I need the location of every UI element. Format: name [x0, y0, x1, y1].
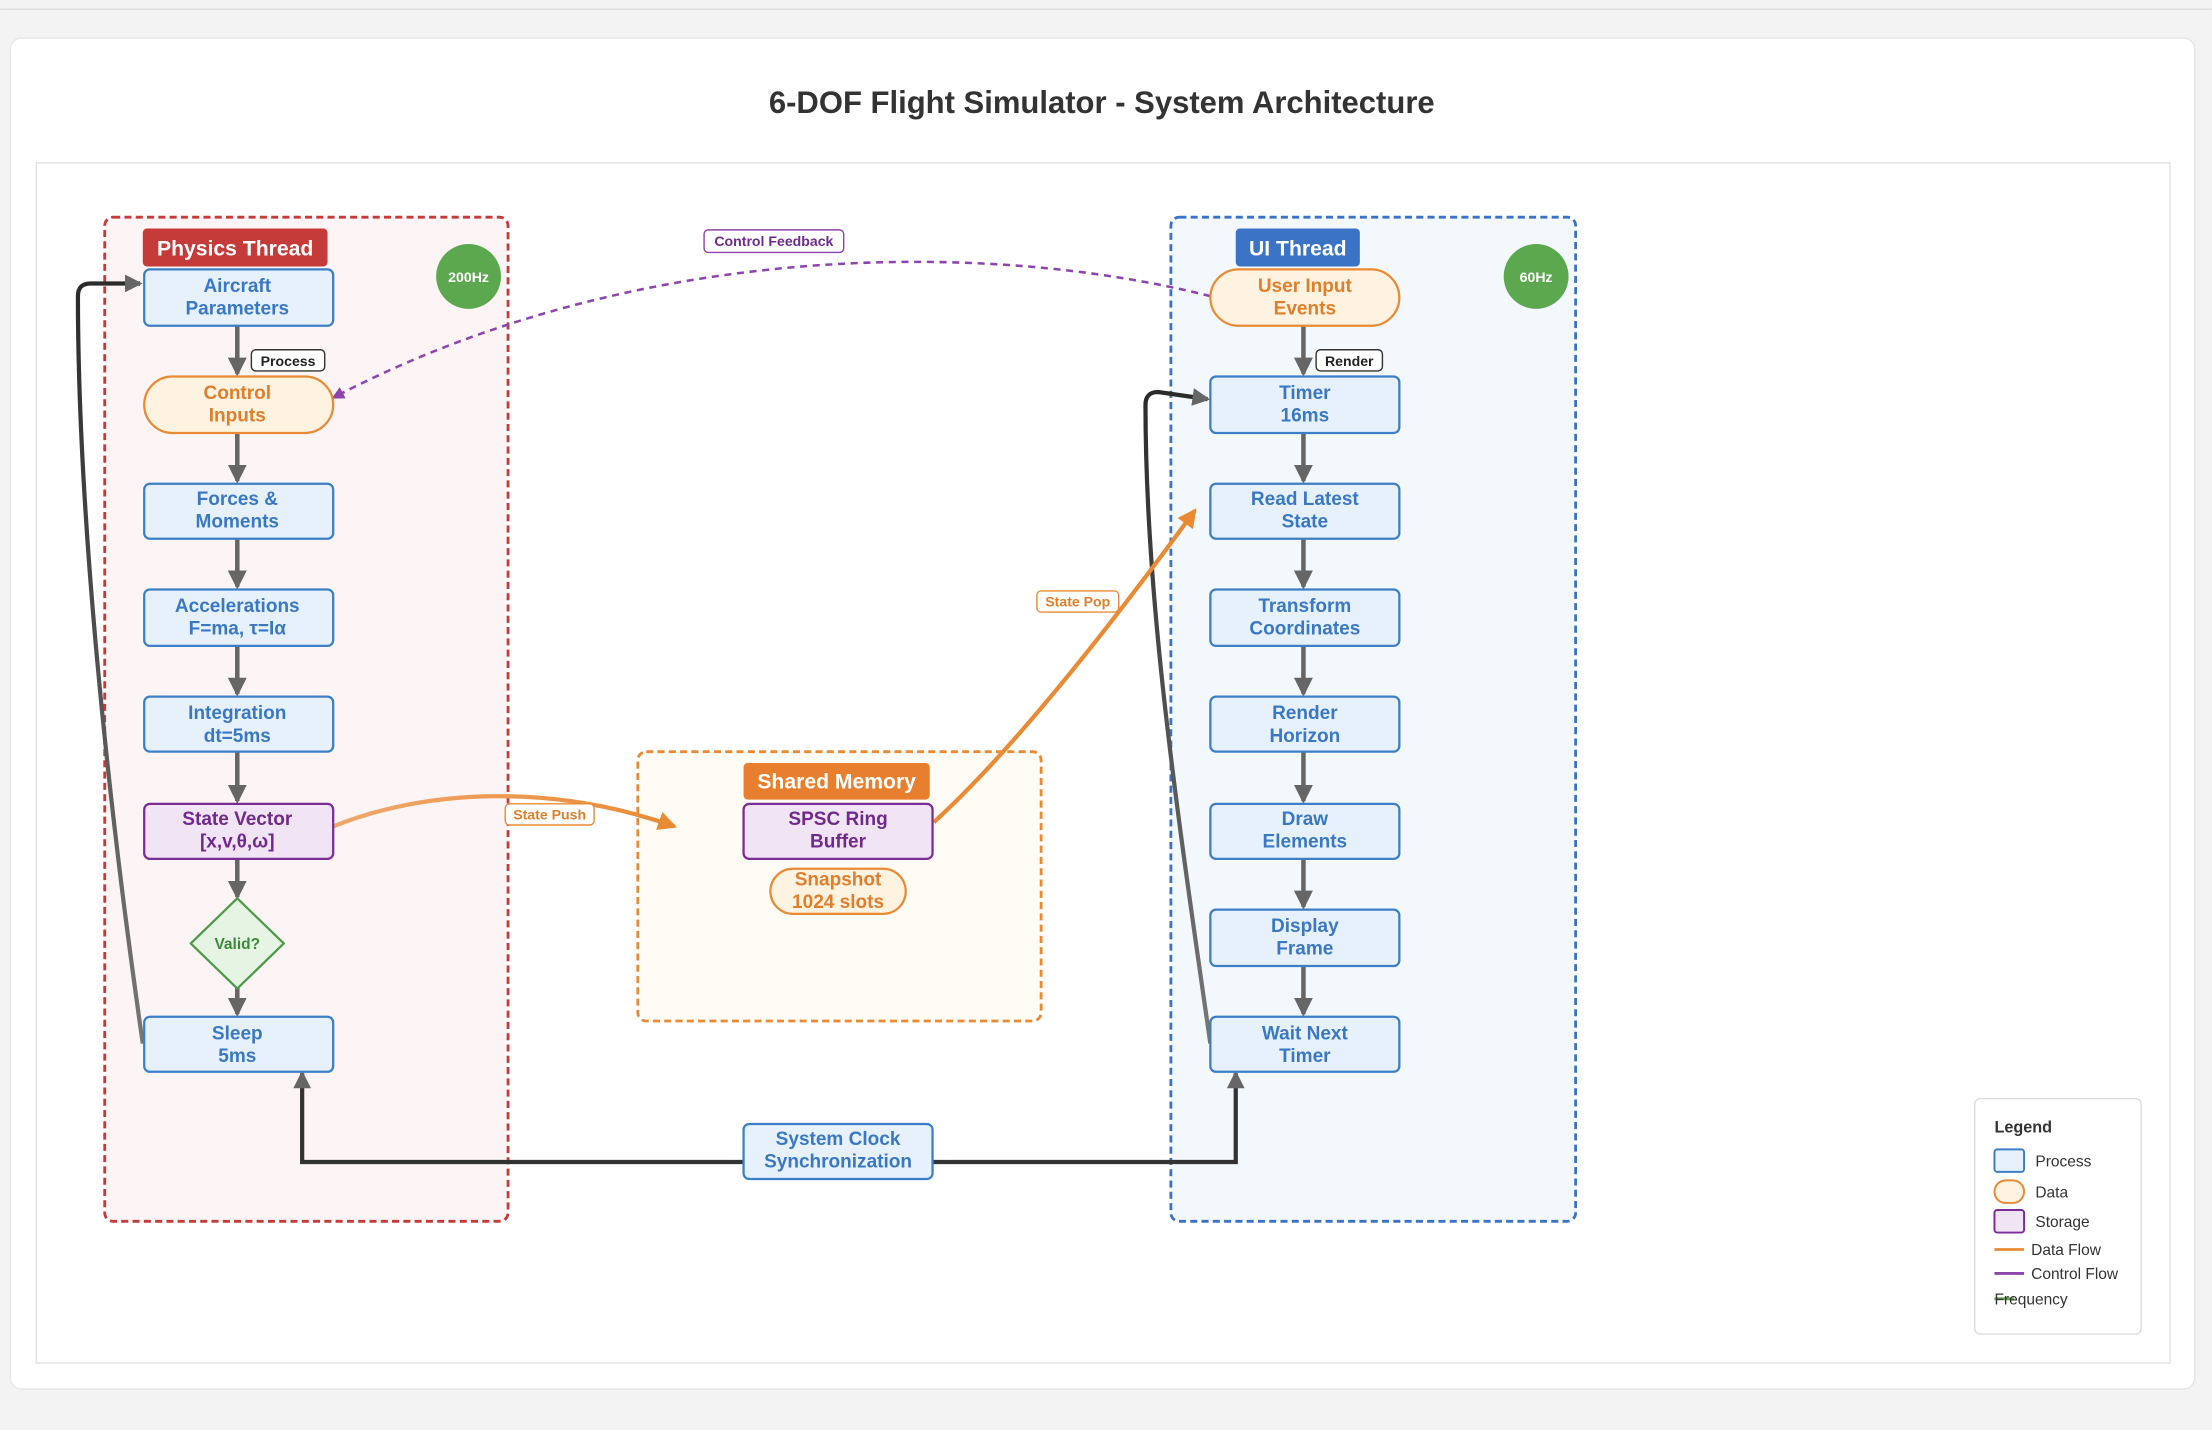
process-label: Process	[250, 349, 326, 372]
sleep-node	[143, 1015, 335, 1073]
ui-frequency-badge	[1503, 243, 1569, 309]
physics-frequency-label: 200Hz	[448, 269, 489, 285]
read-latest-state-node	[1209, 482, 1401, 540]
legend-process-label: Process	[2035, 1153, 2091, 1170]
display-frame-node	[1209, 908, 1401, 968]
legend-control-flow-label: Control Flow	[2031, 1266, 2119, 1283]
state-push-label: State Push	[504, 803, 595, 826]
svg-text:State Push: State Push	[513, 806, 586, 822]
state-pop-label: State Pop	[1036, 590, 1120, 613]
svg-text:Control Feedback: Control Feedback	[714, 233, 833, 249]
legend-frequency-label: Frequency	[1994, 1291, 2067, 1308]
ui-thread-header-bg	[1235, 228, 1360, 267]
svg-text:Render: Render	[1325, 353, 1374, 369]
physics-frequency-badge	[436, 243, 501, 309]
state-vector-label: State Vector[x,v,θ,ω]	[182, 809, 293, 853]
state-push-arrow	[332, 794, 678, 831]
shared-memory-header: Shared Memory	[757, 770, 916, 793]
clock-to-ui-arrow	[932, 1070, 1245, 1165]
state-vector-node	[143, 802, 335, 860]
svg-text:State Pop: State Pop	[1045, 593, 1110, 609]
forces-moments-label: Forces &Moments	[196, 489, 279, 533]
shared-memory-header-bg	[743, 762, 930, 800]
forces-moments-node	[143, 482, 335, 540]
legend-data-label: Data	[2035, 1184, 2068, 1201]
system-clock-node	[742, 1122, 934, 1181]
control-feedback-label: Control Feedback	[703, 229, 845, 254]
legend-process-swatch	[1993, 1148, 2026, 1173]
legend-title: Legend	[1994, 1118, 2052, 1136]
legend-data-swatch	[1993, 1179, 2026, 1204]
timer-node	[1209, 375, 1401, 435]
legend-data-flow-label: Data Flow	[2031, 1242, 2102, 1259]
physics-loop-arrow	[75, 274, 145, 1044]
state-pop-arrow	[932, 508, 1197, 824]
physics-thread-header: Physics Thread	[157, 237, 313, 260]
wait-next-timer-node	[1209, 1015, 1401, 1073]
legend-storage-label: Storage	[2035, 1214, 2089, 1231]
clock-to-physics-arrow	[293, 1070, 744, 1165]
valid-decision-node	[189, 897, 285, 990]
control-feedback-arrow	[331, 260, 1211, 399]
control-inputs-node	[143, 375, 335, 435]
physics-thread-header-bg	[142, 228, 328, 267]
legend-storage-swatch	[1993, 1209, 2026, 1234]
user-input-events-node	[1209, 268, 1401, 327]
draw-elements-node	[1209, 802, 1401, 860]
legend: Legend Process Data Storage Data Flow Co…	[1974, 1097, 2142, 1335]
spsc-ring-buffer-node	[742, 802, 934, 860]
ui-frequency-label: 60Hz	[1520, 269, 1553, 285]
render-horizon-node	[1209, 695, 1401, 753]
ui-thread-header: UI Thread	[1249, 237, 1347, 260]
svg-text:Process: Process	[261, 353, 316, 369]
accelerations-node	[143, 588, 335, 648]
integration-node	[143, 695, 335, 753]
render-label: Render	[1315, 349, 1384, 372]
page-title: 6-DOF Flight Simulator - System Architec…	[769, 85, 1435, 120]
valid-decision-label: Valid?	[214, 936, 260, 953]
aircraft-parameters-node	[143, 268, 335, 327]
transform-coordinates-node	[1209, 588, 1401, 648]
snapshot-node	[769, 867, 907, 915]
